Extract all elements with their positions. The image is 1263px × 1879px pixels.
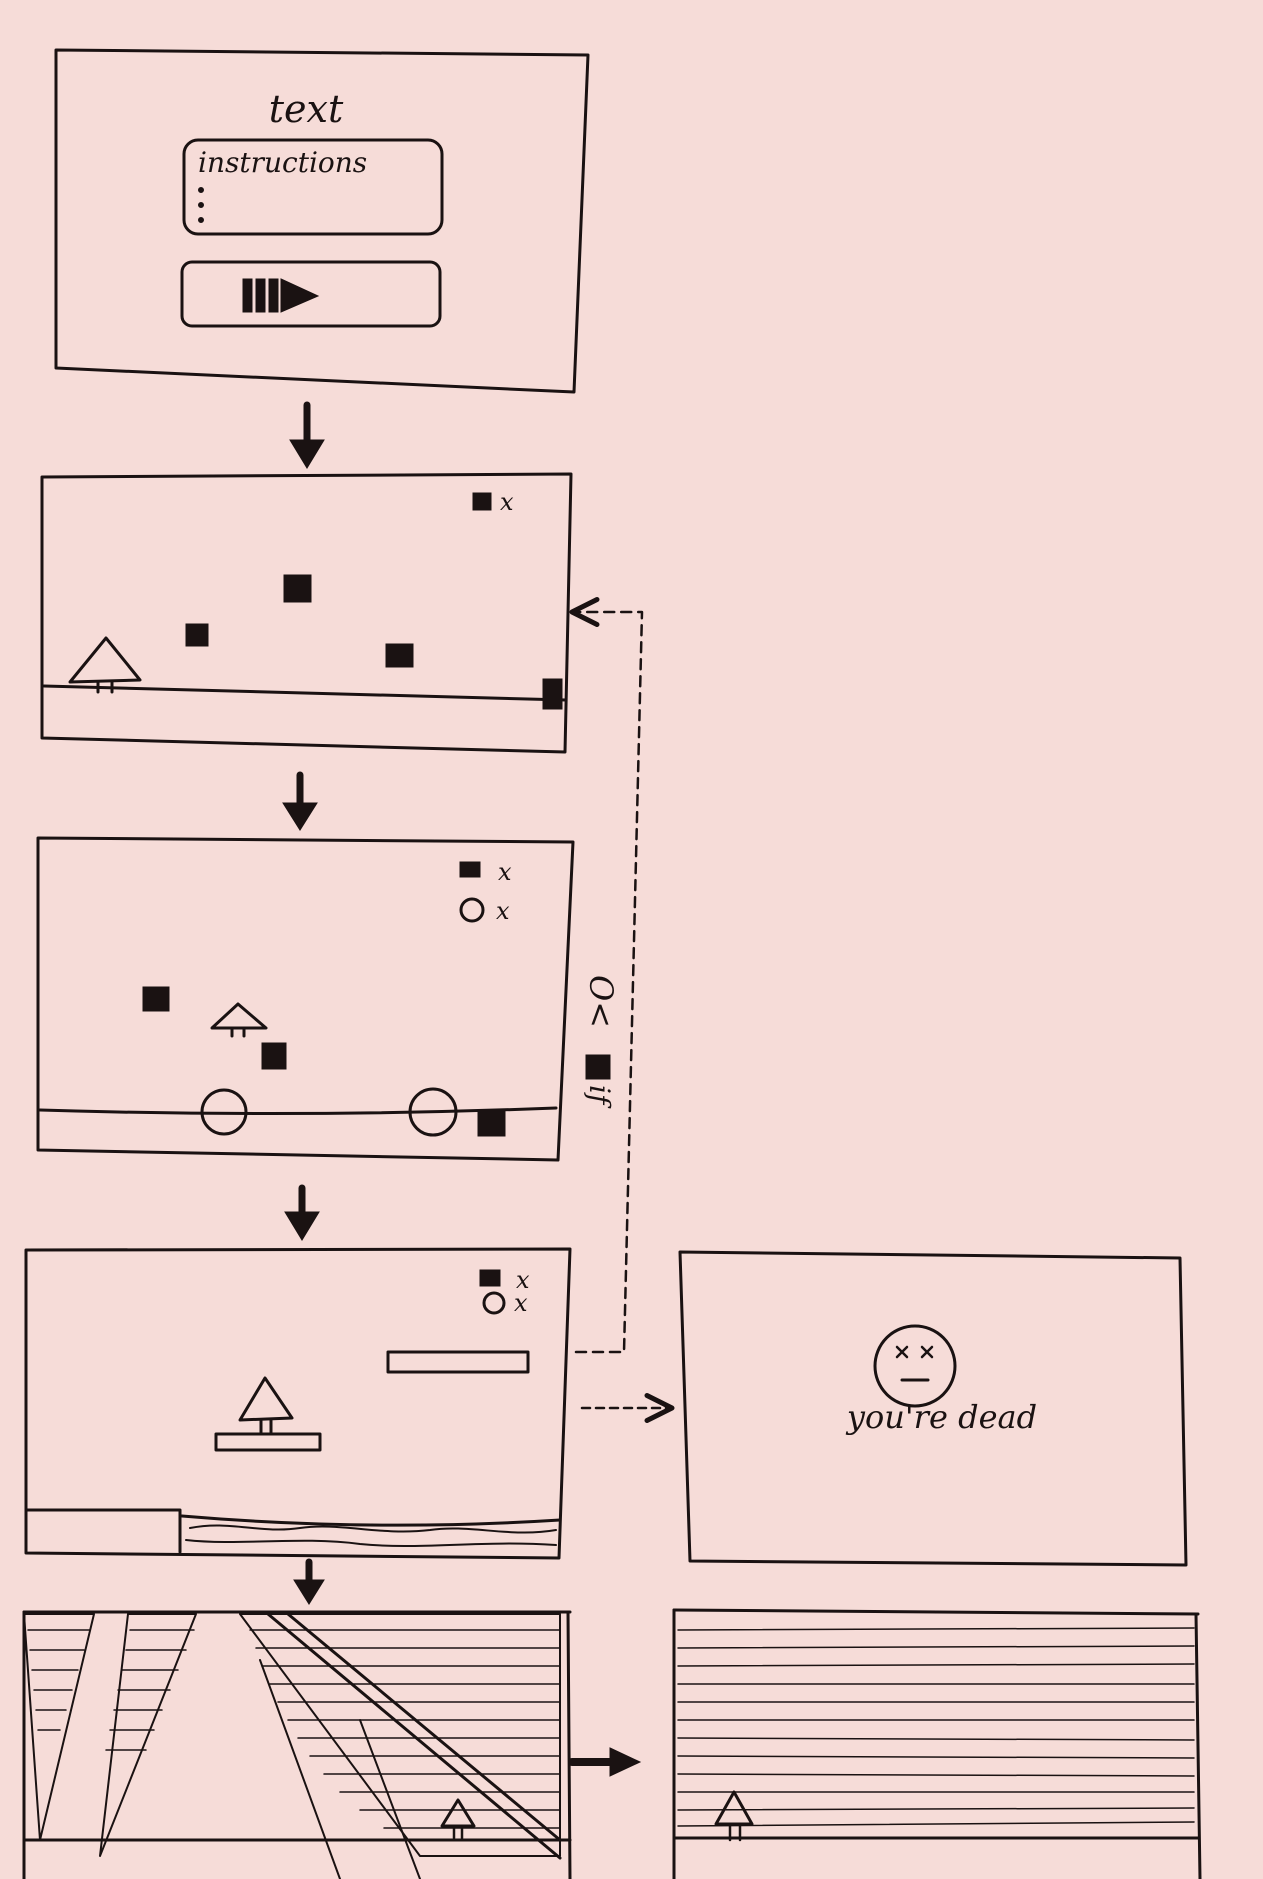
floating-platform [386, 1350, 530, 1374]
start-title: text [269, 87, 344, 131]
block-count-label: x [498, 858, 512, 886]
player-triangle [238, 1376, 294, 1434]
coin-count-label: x [514, 1289, 528, 1317]
block [261, 1042, 287, 1070]
block [385, 643, 414, 668]
water-hazard [180, 1514, 562, 1547]
game-over-frame [678, 1250, 1188, 1567]
loop-back-arrow [569, 597, 644, 1354]
block-counter-icon [459, 861, 481, 878]
flow-arrow-down [293, 1558, 325, 1605]
hatching [24, 1612, 562, 1879]
level-1-hud: x [472, 488, 514, 516]
coin-count-label: x [496, 897, 510, 925]
flow-arrow-down [282, 771, 318, 831]
player-triangle [210, 1002, 268, 1038]
instructions-label: instructions [198, 146, 367, 179]
coin-counter-icon [482, 1291, 506, 1315]
start-screen: text instructions [54, 48, 590, 394]
level-3-hud: x x [479, 1266, 530, 1317]
player-triangle [440, 1798, 476, 1840]
flow-arrow-right [568, 1747, 642, 1777]
coin [200, 1088, 248, 1136]
player-triangle [714, 1790, 754, 1842]
play-button[interactable] [180, 260, 442, 328]
death-message: you're dead [845, 1398, 1037, 1436]
level-1-screen: x [40, 472, 573, 754]
level-2-hud: x x [459, 858, 512, 925]
dead-face-icon [873, 1324, 957, 1408]
start-screen-frame [54, 48, 590, 394]
loop-condition-bottom: if [583, 1085, 616, 1109]
block [142, 986, 170, 1012]
coin-counter-icon [459, 897, 485, 923]
loop-condition-top: O< [582, 975, 620, 1028]
level-1-frame [40, 472, 573, 754]
flow-arrow-down [284, 1184, 320, 1241]
solid-ground [24, 1508, 182, 1554]
hatching [677, 1627, 1195, 1827]
game-over-screen: you're dead [678, 1250, 1188, 1567]
instructions-box: instructions [182, 138, 444, 236]
block-counter-icon [479, 1269, 501, 1287]
block-count-label: x [500, 488, 514, 516]
block-counter-icon [472, 492, 492, 511]
floating-platform [214, 1432, 322, 1452]
player-triangle [68, 636, 142, 694]
block [542, 678, 563, 710]
next-level-screen [672, 1608, 1202, 1879]
loop-condition: O< if [582, 975, 620, 1109]
block [283, 574, 312, 603]
level-3-frame [24, 1247, 572, 1560]
level-2-frame [36, 836, 575, 1162]
block-count-label: x [516, 1266, 530, 1294]
block [185, 623, 209, 647]
ground-line [42, 684, 568, 702]
flow-arrow-down [289, 401, 325, 469]
block-icon [585, 1054, 611, 1080]
level-3-screen: x x [24, 1247, 572, 1560]
level-2-screen: x x [36, 836, 575, 1162]
coin [408, 1087, 458, 1137]
level-transition-screen [22, 1610, 572, 1879]
block [477, 1109, 506, 1137]
play-pause-icon [242, 278, 320, 313]
